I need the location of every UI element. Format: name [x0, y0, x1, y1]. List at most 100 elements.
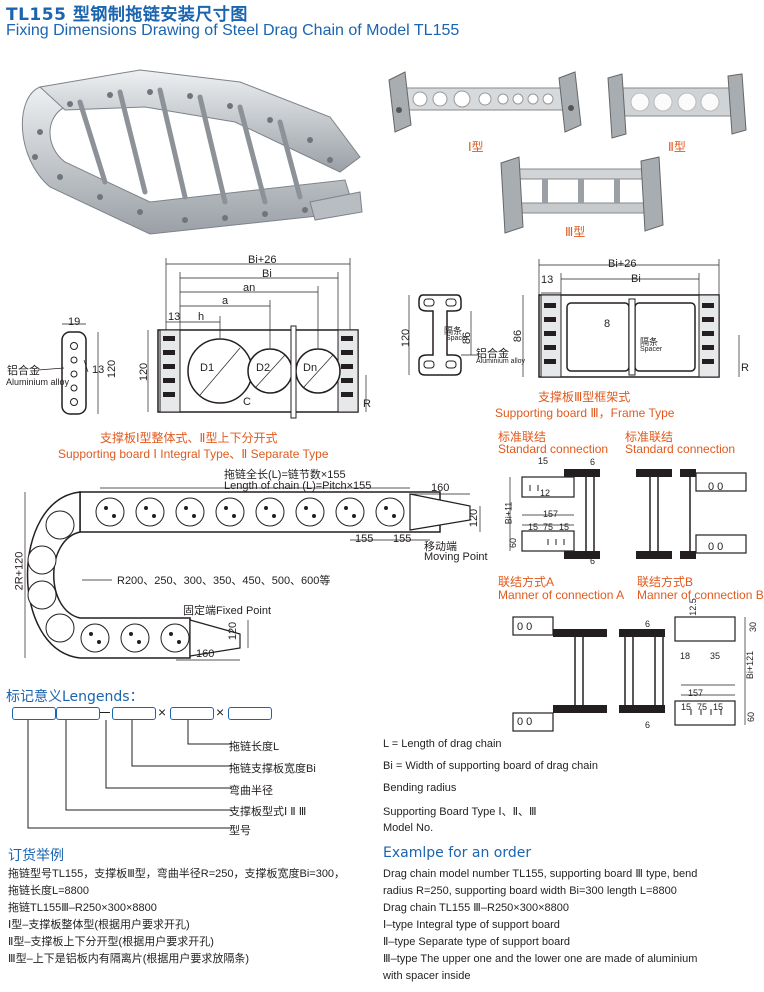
order-line-en-2: radius R=250, supporting board width Bi=… [383, 885, 677, 897]
order-title-cn: 订货举例 [8, 848, 64, 864]
conn-dim-75a: 75 [543, 522, 554, 532]
dim-d2: D2 [256, 362, 271, 374]
conn-dim-bi11: Bi+11 [503, 501, 514, 525]
chain-layout-drawing [24, 487, 481, 661]
manner-a-en: Manner of connection A [498, 588, 625, 602]
order-line-cn-5: Ⅱ型–支撑板上下分开型(根据用户要求开孔) [8, 936, 214, 948]
moving-point-en: Moving Point [424, 551, 488, 563]
fixed-point: 固定端Fixed Point [183, 605, 272, 617]
legend-box-length [228, 707, 272, 720]
b3-spacer2-cn: 隔条 [640, 337, 659, 347]
dim-19: 19 [68, 316, 81, 328]
order-lines-en: Drag chain model number TL155, supportin… [383, 866, 761, 985]
conn-dim-15b: 15 [559, 522, 570, 532]
legend-box-model [12, 707, 56, 720]
b3-spacer-cn: 隔条 [444, 326, 463, 336]
order-line-cn-1: 拖链型号TL155，支撑板Ⅲ型，弯曲半径R=250，支撑板宽度Bi=300， [8, 868, 346, 880]
legend-item-en-3: Bending radius [383, 782, 457, 794]
legend-times-1: × [158, 704, 167, 720]
conn-dim-15d: 15 [713, 702, 724, 712]
alloy-label-cn: 铝合金 [7, 365, 40, 377]
order-line-cn-2: 拖链长度L=8800 [8, 885, 90, 897]
legend-box-radius [112, 707, 156, 720]
order-line-cn-3: 拖链TL155Ⅲ–R250×300×8800 [8, 902, 157, 914]
radius-list: R200、250、300、350、450、500、600等 [117, 575, 331, 587]
std-conn-en: Standard connection [498, 442, 609, 456]
order-line-en-3: Drag chain TL155 Ⅲ–R250×300×8800 [383, 902, 569, 914]
board3-drawing [408, 259, 740, 378]
dim-bi: Bi [262, 268, 272, 280]
std-conn2-en: Standard connection [625, 442, 736, 456]
hole-label-3: 0 0 [517, 621, 533, 633]
board12-drawing [37, 258, 367, 419]
b3-dim-8: 8 [604, 318, 611, 330]
dim-c: C [243, 396, 251, 408]
legend-dash [100, 712, 110, 713]
b3-dim-13: 13 [541, 274, 554, 286]
conn-dim-bi121: Bi+121 [745, 650, 756, 680]
legend-item-en-5: Model No. [383, 822, 434, 834]
b3-dim-86a: 86 [461, 331, 474, 345]
b3-dim-bi: Bi [631, 273, 641, 285]
conn-dim-125: 12.5 [687, 598, 698, 616]
conn-dim-15c: 15 [681, 702, 692, 712]
alloy-label-en: Aluminium alloy [6, 377, 70, 387]
conn-dim-15a: 15 [528, 522, 539, 532]
legend-item-cn-1: 拖链长度L [229, 741, 280, 753]
board12-caption-en: Supporting board Ⅰ Integral Type、Ⅱ Separ… [58, 447, 329, 461]
conn-dim-75b: 75 [697, 702, 708, 712]
dim-bi26: Bi+26 [248, 254, 277, 266]
order-line-en-5: Ⅱ–type Separate type of support board [383, 936, 571, 948]
legend-item-cn-2: 拖链支撑板宽度Bi [229, 763, 316, 775]
type2-label: Ⅱ型 [668, 140, 686, 154]
conn-dim-18: 18 [680, 651, 691, 661]
legend-item-cn-3: 弯曲半径 [229, 785, 273, 797]
board-type2-photo [607, 73, 747, 139]
conn-dim-12: 12 [540, 488, 551, 498]
dim-120b: 120 [138, 362, 151, 382]
page-title-cn: TL155 型钢制拖链安装尺寸图 [6, 5, 248, 25]
chain-length-en: Length of chain (L)=Pitch×155 [224, 480, 372, 492]
legend-leader-lines [27, 720, 232, 829]
hole-label-1: 0 0 [708, 481, 724, 493]
conn-dim-60a: 60 [508, 537, 519, 549]
legend-box-type [56, 707, 100, 720]
order-line-en-7: with spacer inside [383, 970, 471, 982]
order-line-en-6: Ⅲ–type The upper one and the lower one a… [383, 953, 698, 965]
drag-chain-photo [21, 69, 363, 235]
b3-spacer2-en: Spacer [640, 346, 663, 353]
dim-dn: Dn [303, 362, 318, 374]
b3-alloy-en: Aluminium alloy [476, 358, 526, 365]
board-type1-photo [388, 71, 582, 133]
legend-item-cn-5: 型号 [229, 825, 251, 837]
manner-b-en: Manner of connection B [637, 588, 764, 602]
std-connection-drawing [509, 469, 747, 559]
order-line-en-4: Ⅰ–type Integral type of support board [383, 919, 560, 931]
legend-item-cn-4: 支撑板型式Ⅰ Ⅱ Ⅲ [229, 806, 307, 818]
legend-item-en-2: Bi = Width of supporting board of drag c… [383, 760, 598, 772]
conn-dim-35: 35 [710, 651, 721, 661]
b3-dim-bi26: Bi+26 [608, 258, 637, 270]
board3-caption-en: Supporting board Ⅲ，Frame Type [495, 406, 675, 420]
order-line-cn-4: Ⅰ型–支撑板整体型(根据用户要求开孔) [8, 919, 190, 931]
dim-h: h [198, 311, 205, 323]
std-conn-cn: 标准联结 [498, 430, 547, 444]
chain-dim-120b: 120 [227, 621, 240, 641]
legend-item-en-4: Supporting Board Type Ⅰ、Ⅱ、Ⅲ [383, 806, 537, 818]
page-title-en: Fixing Dimensions Drawing of Steel Drag … [6, 22, 460, 39]
conn-dim-60b: 60 [746, 711, 757, 723]
order-line-cn-6: Ⅲ型–上下是铝板内有隔离片(根据用户要求放隔条) [8, 953, 250, 965]
conn-dim-157b: 157 [688, 688, 704, 698]
b3-alloy-cn: 铝合金 [476, 348, 509, 360]
chain-dim-160b: 160 [196, 648, 215, 660]
board12-caption-cn: 支撑板Ⅰ型整体式、Ⅱ型上下分开式 [100, 431, 278, 445]
std-conn2-cn: 标准联结 [625, 430, 674, 444]
dim-r: R [363, 398, 371, 410]
type3-label: Ⅲ型 [565, 225, 586, 239]
manner-a-cn: 联结方式A [498, 575, 555, 589]
conn-dim-6d: 6 [645, 720, 651, 730]
conn-dim-15: 15 [538, 456, 549, 466]
conn-dim-6b: 6 [590, 556, 596, 566]
chain-dim-120a: 120 [468, 508, 481, 528]
conn-dim-157a: 157 [543, 509, 559, 519]
